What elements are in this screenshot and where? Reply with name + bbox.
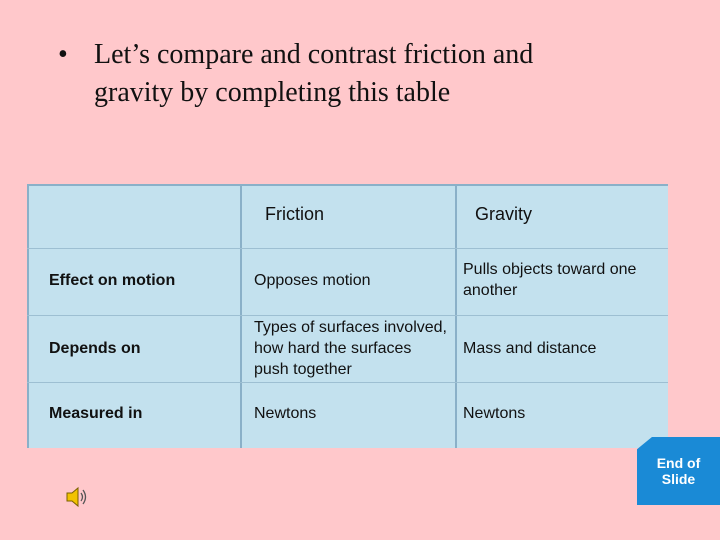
cell-gravity-measured: Newtons [463, 404, 526, 422]
column-divider [240, 184, 242, 448]
cell-friction-effect: Opposes motion [254, 271, 371, 289]
row-label-measured: Measured in [49, 404, 143, 422]
header-gravity: Gravity [475, 203, 533, 224]
column-divider [455, 184, 457, 448]
bullet-line-1: Let’s compare and contrast friction and [94, 39, 534, 70]
comparison-table: Friction Gravity Effect on motion Oppose… [27, 184, 668, 448]
table-border-top [27, 184, 668, 186]
end-of-slide-line-2: Slide [661, 471, 696, 487]
bullet-symbol: • [58, 39, 68, 70]
cell-friction-depends: Types of surfaces involved, how hard the… [254, 318, 447, 378]
table-border-left [27, 184, 29, 448]
header-empty [47, 192, 232, 236]
cell-gravity-effect: Pulls objects toward one another [463, 261, 637, 299]
cell-gravity-depends: Mass and distance [463, 339, 597, 357]
row-label-effect: Effect on motion [49, 271, 176, 289]
bullet-line-2: gravity by completing this table [94, 77, 451, 108]
row-divider [27, 248, 668, 249]
cell-friction-measured: Newtons [254, 404, 317, 422]
row-divider [27, 382, 668, 383]
speaker-icon[interactable] [64, 484, 90, 510]
row-label-depends: Depends on [49, 339, 141, 357]
end-of-slide-button[interactable]: End of Slide [637, 437, 720, 505]
bullet-point: • Let’s compare and contrast friction an… [58, 36, 658, 112]
end-of-slide-line-1: End of [656, 455, 701, 471]
row-divider [27, 315, 668, 316]
header-friction: Friction [265, 203, 325, 224]
